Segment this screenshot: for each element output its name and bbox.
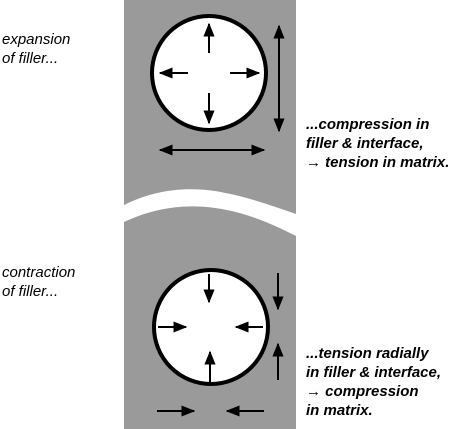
label-line: in filler & interface,: [306, 364, 442, 381]
label-line: expansion: [2, 31, 71, 48]
label-line: ...tension radially: [306, 345, 429, 362]
label-line: of filler...: [2, 283, 59, 300]
contraction-filler-label: contraction of filler...: [2, 263, 75, 301]
label-line: → tension in matrix.: [306, 154, 450, 171]
label-line: ...compression in: [306, 116, 430, 133]
label-line: filler & interface,: [306, 135, 424, 152]
label-line: → compression: [306, 383, 419, 400]
contraction-arrows: [157, 273, 284, 417]
expansion-arrows: [158, 22, 285, 156]
contraction-result-label: ...tension radially in filler & interfac…: [306, 344, 441, 420]
label-line: contraction: [2, 264, 76, 281]
filler-particle-expansion: [150, 14, 268, 132]
expansion-filler-label: expansion of filler...: [2, 30, 70, 68]
label-line: of filler...: [2, 50, 59, 67]
expansion-result-label: ...compression in filler & interface, → …: [306, 115, 449, 172]
label-line: in matrix.: [306, 402, 373, 419]
filler-particle-contraction: [152, 268, 270, 386]
